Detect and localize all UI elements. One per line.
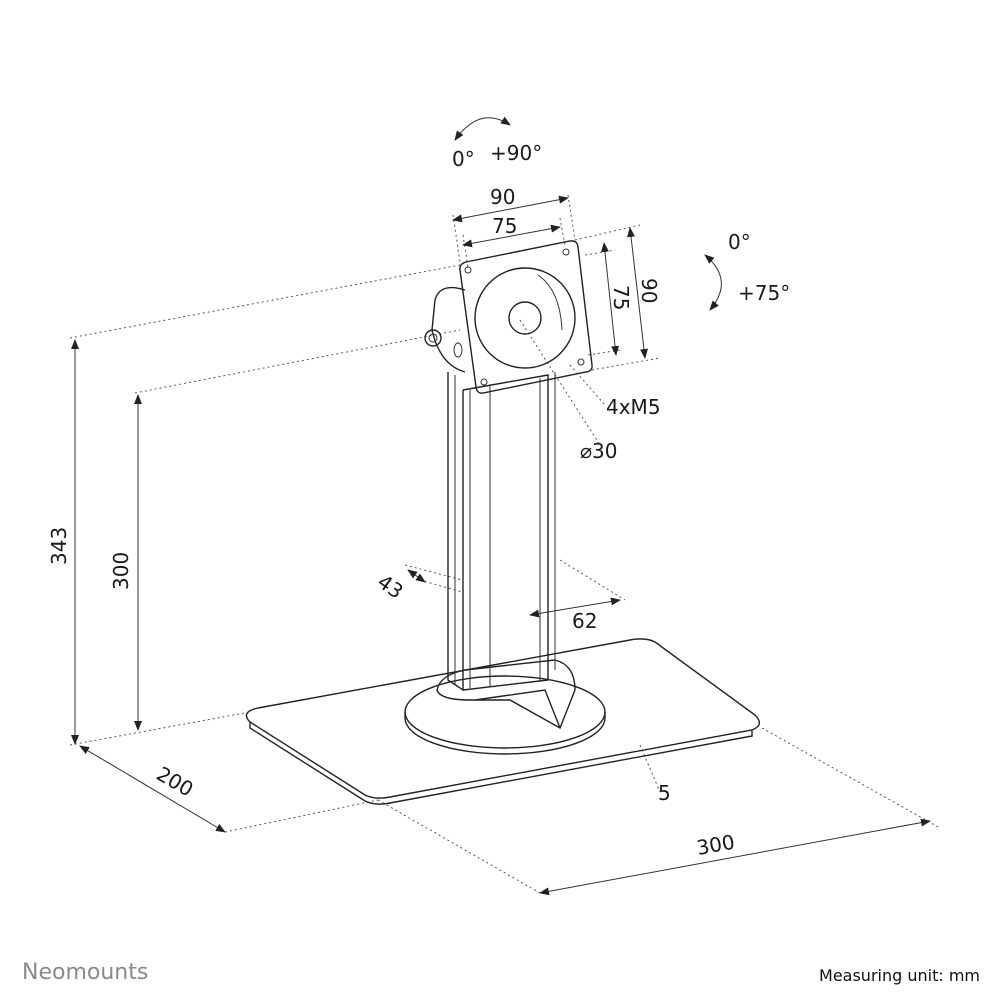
plate-height-vesa-label: 75	[609, 285, 633, 310]
column-width-label: 62	[572, 609, 597, 633]
base-thickness-label: 5	[658, 781, 671, 805]
brand-logo: Neomounts	[22, 960, 149, 985]
plate-height-outer-label: 90	[637, 278, 661, 303]
extension-lines	[69, 194, 941, 894]
total-height-label: 343	[47, 527, 71, 565]
tilt-end-label: +75°	[738, 281, 790, 305]
column	[447, 372, 556, 692]
plate-width-vesa-label: 75	[492, 214, 517, 238]
base-plate	[245, 638, 760, 805]
plate-width-outer-label: 90	[490, 185, 515, 209]
vesa-height-label: 300	[109, 552, 133, 590]
tilt-start-label: 0°	[728, 230, 751, 254]
diameter-label: ⌀30	[580, 439, 618, 463]
tilt-bracket	[424, 286, 466, 373]
column-depth-label: 43	[373, 569, 408, 603]
round-foot	[404, 659, 606, 755]
vesa-plate	[459, 240, 593, 394]
measuring-unit-note: Measuring unit: mm	[819, 966, 980, 985]
dimension-lines	[71, 116, 931, 896]
base-width-label: 300	[695, 830, 737, 860]
screws-label: 4xM5	[606, 395, 661, 419]
base-depth-label: 200	[153, 762, 198, 802]
swivel-start-label: 0°	[452, 147, 475, 171]
swivel-end-label: +90°	[490, 141, 542, 165]
